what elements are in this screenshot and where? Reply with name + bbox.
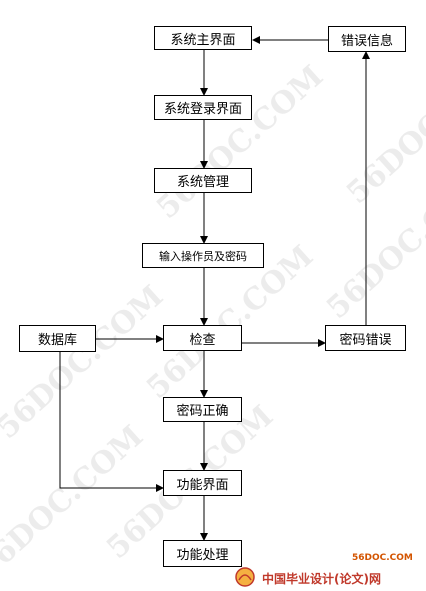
node-password-correct: 密码正确	[163, 397, 242, 422]
node-error-info: 错误信息	[328, 26, 406, 52]
node-system-mgmt: 系统管理	[154, 168, 252, 193]
node-input-operator: 输入操作员及密码	[142, 243, 264, 268]
footer-text: 中国毕业设计(论文)网	[262, 572, 381, 586]
footer-brand: 56DOC.COM 中国毕业设计(论文)网	[235, 553, 413, 587]
node-function-ui: 功能界面	[163, 470, 242, 496]
footer-site: 56DOC.COM	[352, 553, 413, 563]
node-password-error: 密码错误	[325, 325, 406, 351]
logo-icon	[235, 567, 255, 587]
node-main-ui: 系统主界面	[154, 26, 252, 50]
arrow-db-to-function	[59, 352, 164, 492]
node-database: 数据库	[19, 325, 96, 352]
node-login-ui: 系统登录界面	[154, 95, 252, 120]
node-function-process: 功能处理	[163, 540, 242, 567]
node-check: 检查	[163, 325, 242, 351]
